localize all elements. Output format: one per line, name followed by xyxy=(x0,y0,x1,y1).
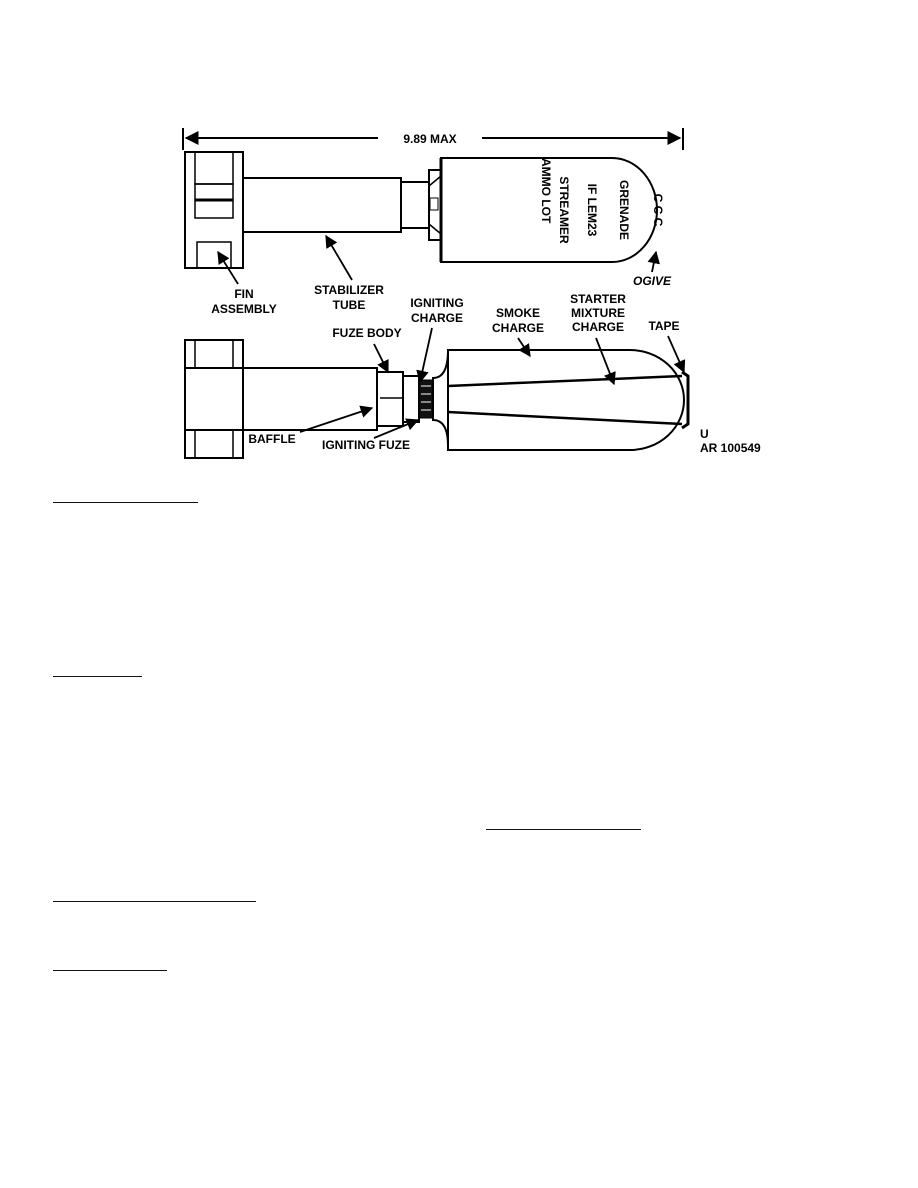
classification-mark: U xyxy=(700,427,709,441)
fuze-collar-top xyxy=(400,169,442,241)
underline-rule-2 xyxy=(53,676,142,677)
label-fuze-body: FUZE BODY xyxy=(332,326,402,374)
grenade-diagram: 9.89 MAX GRENADE IF LEM23 STREAMER xyxy=(182,128,761,459)
tape-section xyxy=(681,370,690,430)
label-fin-assembly: FIN ASSEMBLY xyxy=(211,250,277,316)
grenade-section-view xyxy=(184,339,690,459)
svg-text:BAFFLE: BAFFLE xyxy=(248,432,295,446)
label-starter-mixture-charge: STARTER MIXTURE CHARGE xyxy=(570,292,626,386)
label-ogive: OGIVE xyxy=(633,250,672,288)
figure-id: U AR 100549 xyxy=(700,427,761,455)
figure-number: AR 100549 xyxy=(700,441,761,455)
label-baffle: BAFFLE xyxy=(248,405,374,446)
grenade-markings: GRENADE IF LEM23 STREAMER AMMO LOT C C C xyxy=(539,158,665,244)
svg-text:OGIVE: OGIVE xyxy=(633,274,672,288)
dimension-label: 9.89 MAX xyxy=(403,132,456,146)
grenade-text-line4: AMMO LOT xyxy=(539,158,553,224)
svg-text:CHARGE: CHARGE xyxy=(411,311,463,325)
svg-text:ASSEMBLY: ASSEMBLY xyxy=(211,302,277,316)
dimension-line: 9.89 MAX xyxy=(182,128,684,150)
label-igniting-charge: IGNITING CHARGE xyxy=(410,296,464,384)
grenade-exterior-view xyxy=(184,151,658,269)
underline-rule-5 xyxy=(53,970,167,971)
underline-rule-3 xyxy=(486,829,641,830)
svg-text:IGNITING: IGNITING xyxy=(410,296,463,310)
grenade-text-line1: GRENADE xyxy=(617,180,631,240)
label-smoke-charge: SMOKE CHARGE xyxy=(492,306,544,358)
stabilizer-tube-top xyxy=(242,177,402,233)
svg-text:FUZE BODY: FUZE BODY xyxy=(332,326,401,340)
svg-text:STABILIZER: STABILIZER xyxy=(314,283,384,297)
grenade-text-line2: IF LEM23 xyxy=(585,184,599,237)
svg-text:FIN: FIN xyxy=(234,287,253,301)
fuze-body-section xyxy=(376,371,434,427)
svg-text:TUBE: TUBE xyxy=(333,298,366,312)
label-igniting-fuze: IGNITING FUZE xyxy=(322,418,420,452)
svg-text:MIXTURE: MIXTURE xyxy=(571,306,625,320)
svg-text:IGNITING FUZE: IGNITING FUZE xyxy=(322,438,410,452)
svg-text:SMOKE: SMOKE xyxy=(496,306,540,320)
svg-text:STARTER: STARTER xyxy=(570,292,626,306)
grenade-text-line3: STREAMER xyxy=(557,176,571,244)
underline-rule-4 xyxy=(53,901,256,902)
fin-assembly-section xyxy=(184,339,244,459)
label-stabilizer-tube: STABILIZER TUBE xyxy=(314,234,384,312)
underline-rule-1 xyxy=(53,502,198,503)
grenade-text-marks: C C C xyxy=(651,194,665,227)
svg-text:CHARGE: CHARGE xyxy=(492,321,544,335)
label-tape: TAPE xyxy=(648,319,686,374)
svg-text:TAPE: TAPE xyxy=(648,319,679,333)
grenade-body-section xyxy=(447,349,685,451)
stabilizer-tube-section xyxy=(184,367,378,431)
flange-section xyxy=(432,349,449,447)
fin-assembly-top xyxy=(184,151,244,269)
grenade-body-top xyxy=(440,157,658,263)
svg-text:CHARGE: CHARGE xyxy=(572,320,624,334)
